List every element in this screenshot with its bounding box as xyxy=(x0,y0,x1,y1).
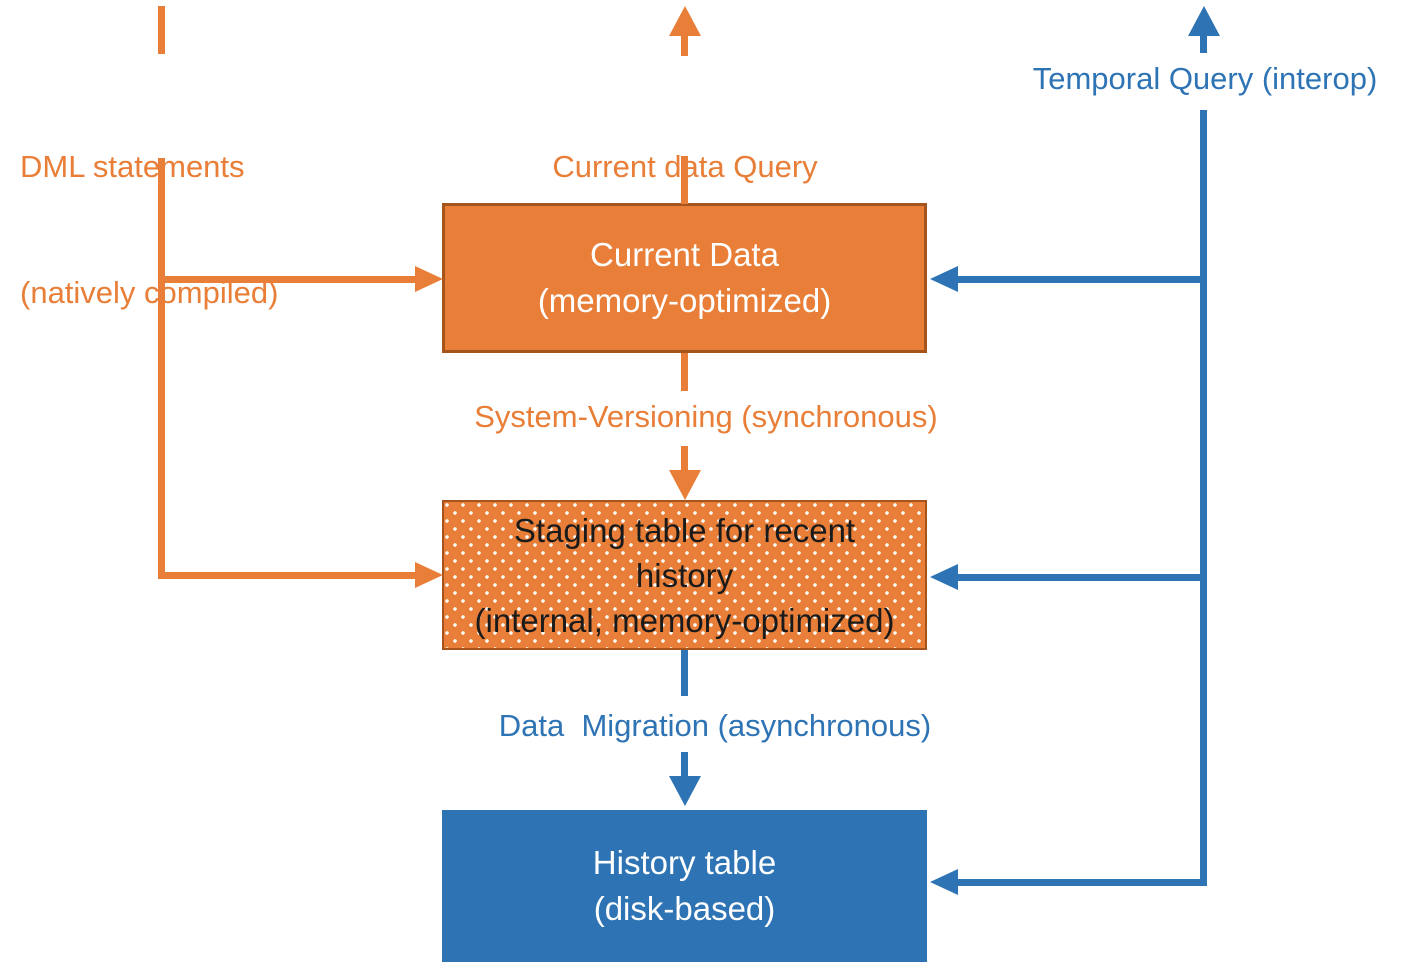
data-migration-down-arrow-shaft xyxy=(681,752,688,780)
staging-table-node-line2: history xyxy=(635,556,734,594)
dml-to-current-data-arrowhead-icon xyxy=(415,266,443,292)
data-migration-label: Data Migration (asynchronous) xyxy=(498,708,932,743)
current-query-up-arrowhead-icon xyxy=(669,6,701,36)
system-versioning-label: System-Versioning (synchronous) xyxy=(474,399,938,434)
staging-table-node-line3: (internal, memory-optimized) xyxy=(474,601,895,639)
temporal-query-label: Temporal Query (interop) xyxy=(1032,61,1378,96)
dml-to-staging-connector xyxy=(161,572,415,579)
temporal-query-up-arrowhead-icon xyxy=(1188,6,1220,36)
temporal-query-up-arrow-shaft xyxy=(1200,33,1207,53)
current-query-to-box-connector xyxy=(681,156,688,204)
dml-to-staging-arrowhead-icon xyxy=(415,562,443,588)
staging-table-node-line1: Staging table for recent xyxy=(513,511,856,549)
dml-connector-top-stub xyxy=(158,6,165,54)
temporal-to-history-arrowhead-icon xyxy=(930,869,958,895)
dml-connector-vertical xyxy=(158,158,165,579)
history-table-node-line1: History table xyxy=(592,844,777,881)
history-table-node: History table (disk-based) xyxy=(442,810,927,962)
data-migration-down-arrowhead-icon xyxy=(669,776,701,806)
temporal-to-staging-connector xyxy=(958,574,1204,581)
temporal-query-vertical-connector xyxy=(1200,110,1207,886)
system-versioning-down-arrow-shaft xyxy=(681,446,688,474)
staging-to-label-connector xyxy=(681,650,688,696)
current-data-to-label-connector xyxy=(681,353,688,391)
dml-statements-label: DML statements (natively compiled) xyxy=(20,62,278,398)
temporal-to-staging-arrowhead-icon xyxy=(930,564,958,590)
current-data-node-line1: Current Data xyxy=(590,236,779,273)
current-data-query-label-line1: Current data Query xyxy=(552,149,818,184)
temporal-to-current-data-connector xyxy=(958,276,1204,283)
temporal-to-current-data-arrowhead-icon xyxy=(930,266,958,292)
staging-table-node: Staging table for recent history (intern… xyxy=(442,500,927,650)
history-table-node-line2: (disk-based) xyxy=(593,890,776,927)
temporal-to-history-connector xyxy=(958,879,1207,886)
dml-statements-label-line1: DML statements xyxy=(20,149,245,184)
system-versioning-down-arrowhead-icon xyxy=(669,470,701,500)
current-data-node: Current Data (memory-optimized) xyxy=(442,203,927,353)
current-data-node-line2: (memory-optimized) xyxy=(537,282,832,319)
dml-to-current-data-connector xyxy=(161,276,415,283)
current-query-up-arrow-shaft xyxy=(681,33,688,56)
